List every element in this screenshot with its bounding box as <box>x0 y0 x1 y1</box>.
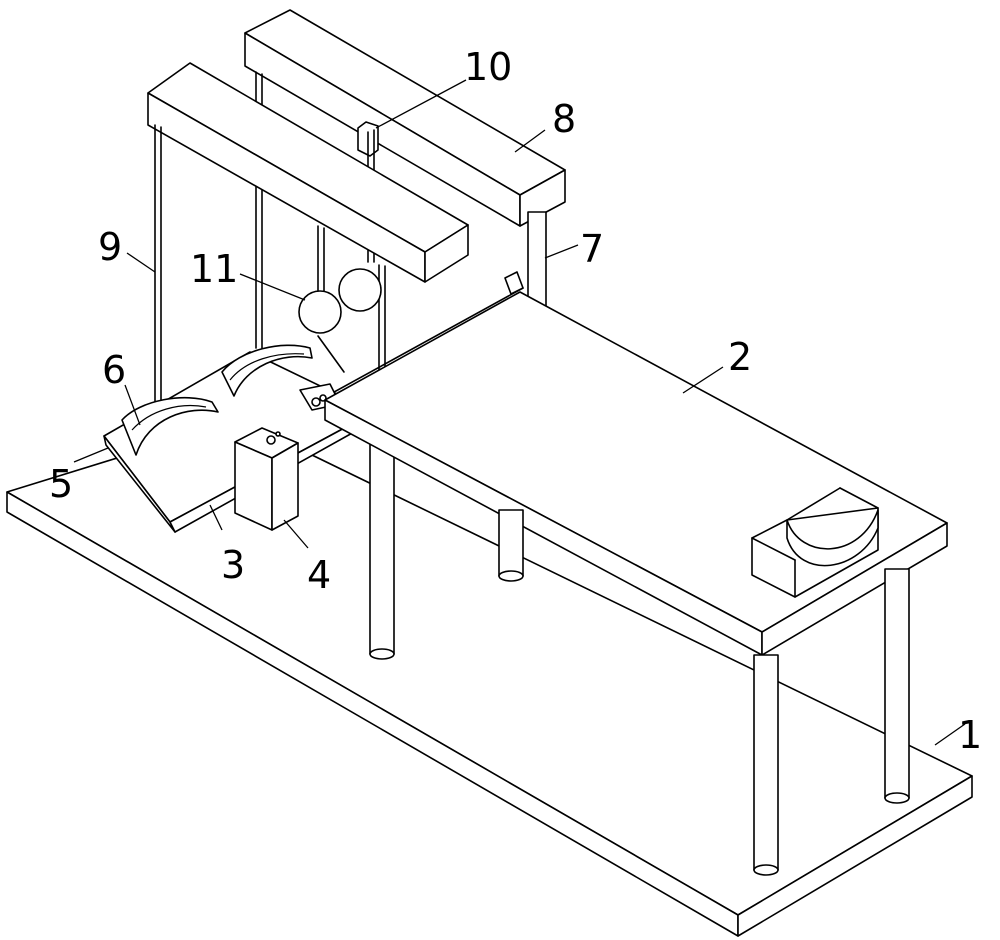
leader-lines <box>73 79 966 746</box>
table-leg-front-left <box>753 654 779 876</box>
control-box <box>234 427 299 531</box>
label-slider: 10 <box>464 45 512 89</box>
label-inclined-board: 3 <box>221 543 245 587</box>
label-crossbeam: 8 <box>552 97 576 141</box>
label-arc-pad: 6 <box>102 348 126 392</box>
arc-pad-left <box>121 396 219 456</box>
table-leg-rear-right <box>498 509 524 582</box>
label-support-column: 7 <box>580 227 604 271</box>
label-table-top: 2 <box>728 335 752 379</box>
balls <box>298 268 382 373</box>
label-board-edge: 5 <box>49 462 73 506</box>
label-base-plate: 1 <box>958 713 982 757</box>
base-plate <box>6 419 973 937</box>
label-control-box: 4 <box>307 553 331 597</box>
label-ball: 11 <box>190 247 238 291</box>
cradle-block <box>751 487 879 598</box>
crossbeam-front <box>147 62 469 283</box>
label-hanging-rod: 9 <box>98 225 122 269</box>
table-leg-front-right <box>884 568 910 804</box>
arc-pad-right <box>221 344 313 397</box>
